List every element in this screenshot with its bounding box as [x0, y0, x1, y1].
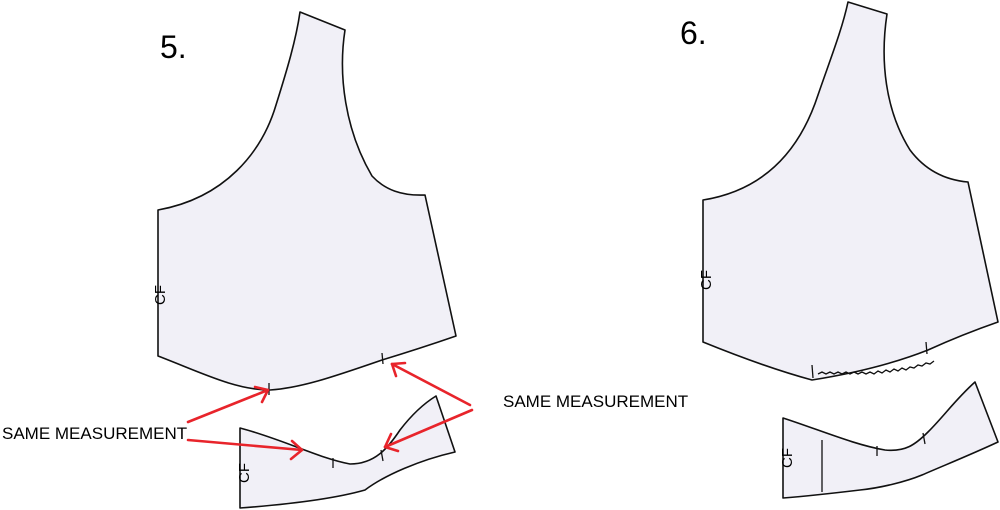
bodice-piece-step-6: [702, 1, 999, 381]
same-measurement-label-left: SAME MEASUREMENT: [2, 424, 187, 443]
diagram-step-6: 6. CF CF: [680, 1, 999, 499]
diagram-step-5: 5. CF CF SAME MEASUREMENT SAME MEASUREME…: [2, 11, 688, 509]
notch-mark: [380, 449, 384, 462]
bodice-cf-label-step-5: CF: [152, 285, 169, 305]
red-arrow: [383, 408, 474, 449]
arrowhead: [253, 385, 270, 404]
red-arrow: [186, 438, 304, 452]
arrowhead: [390, 361, 407, 378]
step-6-number: 6.: [680, 15, 707, 51]
band-piece-step-5: [239, 395, 456, 509]
red-arrow: [186, 388, 270, 424]
notch-mark: [925, 341, 928, 355]
gathering-stitches: [817, 360, 935, 375]
bodice-cf-label-step-6: CF: [698, 270, 715, 290]
step-5-number: 5.: [160, 29, 187, 65]
measurement-arrows: [186, 361, 474, 461]
notch-mark: [381, 352, 384, 365]
band-piece-step-6: [782, 381, 999, 499]
notch-mark: [922, 432, 926, 445]
arrowhead: [289, 439, 304, 461]
arrowhead: [383, 432, 400, 453]
same-measurement-label-right: SAME MEASUREMENT: [503, 392, 688, 411]
red-arrow: [390, 362, 472, 407]
notch-mark: [811, 364, 814, 379]
bodice-piece-step-5: [157, 11, 457, 391]
band-cf-label-step-5: CF: [236, 463, 253, 483]
band-cf-label-step-6: CF: [779, 448, 796, 468]
